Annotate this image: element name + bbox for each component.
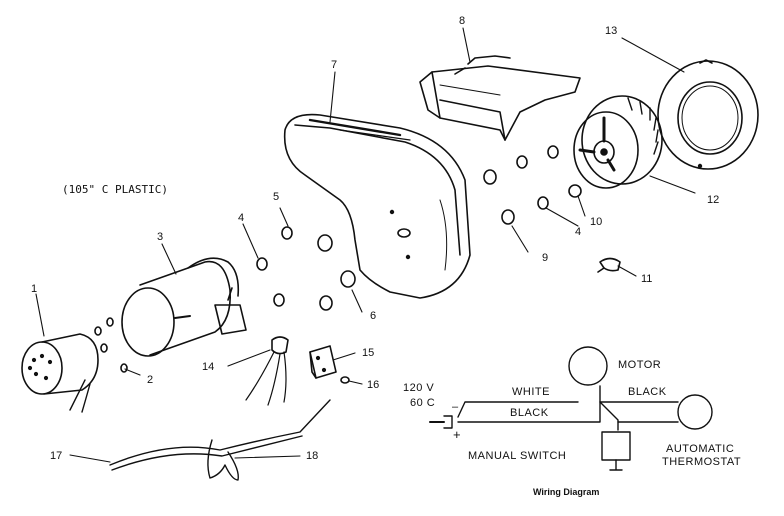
clip-part-11 — [598, 259, 620, 273]
part-label-8: 8 — [459, 15, 466, 27]
terminal-leads-part-14 — [246, 337, 288, 405]
screw-part-16 — [341, 377, 349, 383]
part-label-5: 5 — [273, 191, 280, 203]
part-label-3: 3 — [157, 231, 164, 243]
wiring-diagram-caption: Wiring Diagram — [533, 487, 600, 497]
part-label-11: 11 — [641, 273, 653, 285]
wiring-motor-label: MOTOR — [618, 359, 662, 371]
leader-lines — [36, 28, 695, 462]
part-label-16: 16 — [367, 379, 380, 391]
part-label-9: 9 — [542, 252, 549, 264]
part-label-15: 15 — [362, 347, 375, 359]
timer-motor-part-1 — [22, 318, 127, 412]
wiring-frequency-label: 60 C — [410, 397, 436, 409]
part-label-1: 1 — [31, 283, 38, 295]
blower-housing-part-7 — [285, 115, 470, 298]
wiring-white-label: WHITE — [512, 386, 550, 398]
wiring-black-top-label: BLACK — [628, 386, 667, 398]
plastic-note: (105" C PLASTIC) — [62, 183, 168, 196]
part-label-2: 2 — [147, 374, 154, 386]
part-label-12: 12 — [707, 194, 720, 206]
block-part-15 — [310, 346, 336, 378]
wiring-automatic-label: AUTOMATIC — [666, 443, 735, 455]
wiring-thermostat-label: THERMOSTAT — [662, 456, 742, 468]
wiring-black-mid-label: BLACK — [510, 407, 549, 419]
hardware-grommets — [257, 146, 581, 310]
motor-part-3 — [122, 258, 246, 356]
part-label-10: 10 — [590, 216, 603, 228]
part-label-4: 4 — [238, 212, 245, 224]
wiring-voltage-label: 120 V — [403, 382, 435, 394]
part-label-17: 17 — [50, 450, 63, 462]
ring-plate-part-13 — [658, 60, 758, 169]
wiring-plus-sign: + — [453, 427, 462, 442]
wiring-manual-switch: MANUAL SWITCH — [468, 450, 567, 462]
part-label-14: 14 — [202, 361, 215, 373]
part-label-6: 6 — [370, 310, 377, 322]
cord-part-17-18 — [110, 400, 330, 480]
part-label-7: 7 — [331, 59, 338, 71]
duct-outlet-part-8 — [420, 56, 580, 140]
part-label-13: 13 — [605, 25, 618, 37]
part-label-4b: 4 — [575, 226, 582, 238]
blower-wheel-part-12 — [574, 96, 662, 188]
wiring-minus-sign: – — [452, 401, 459, 413]
part-label-18: 18 — [306, 450, 319, 462]
wiring-diagram — [430, 347, 712, 470]
